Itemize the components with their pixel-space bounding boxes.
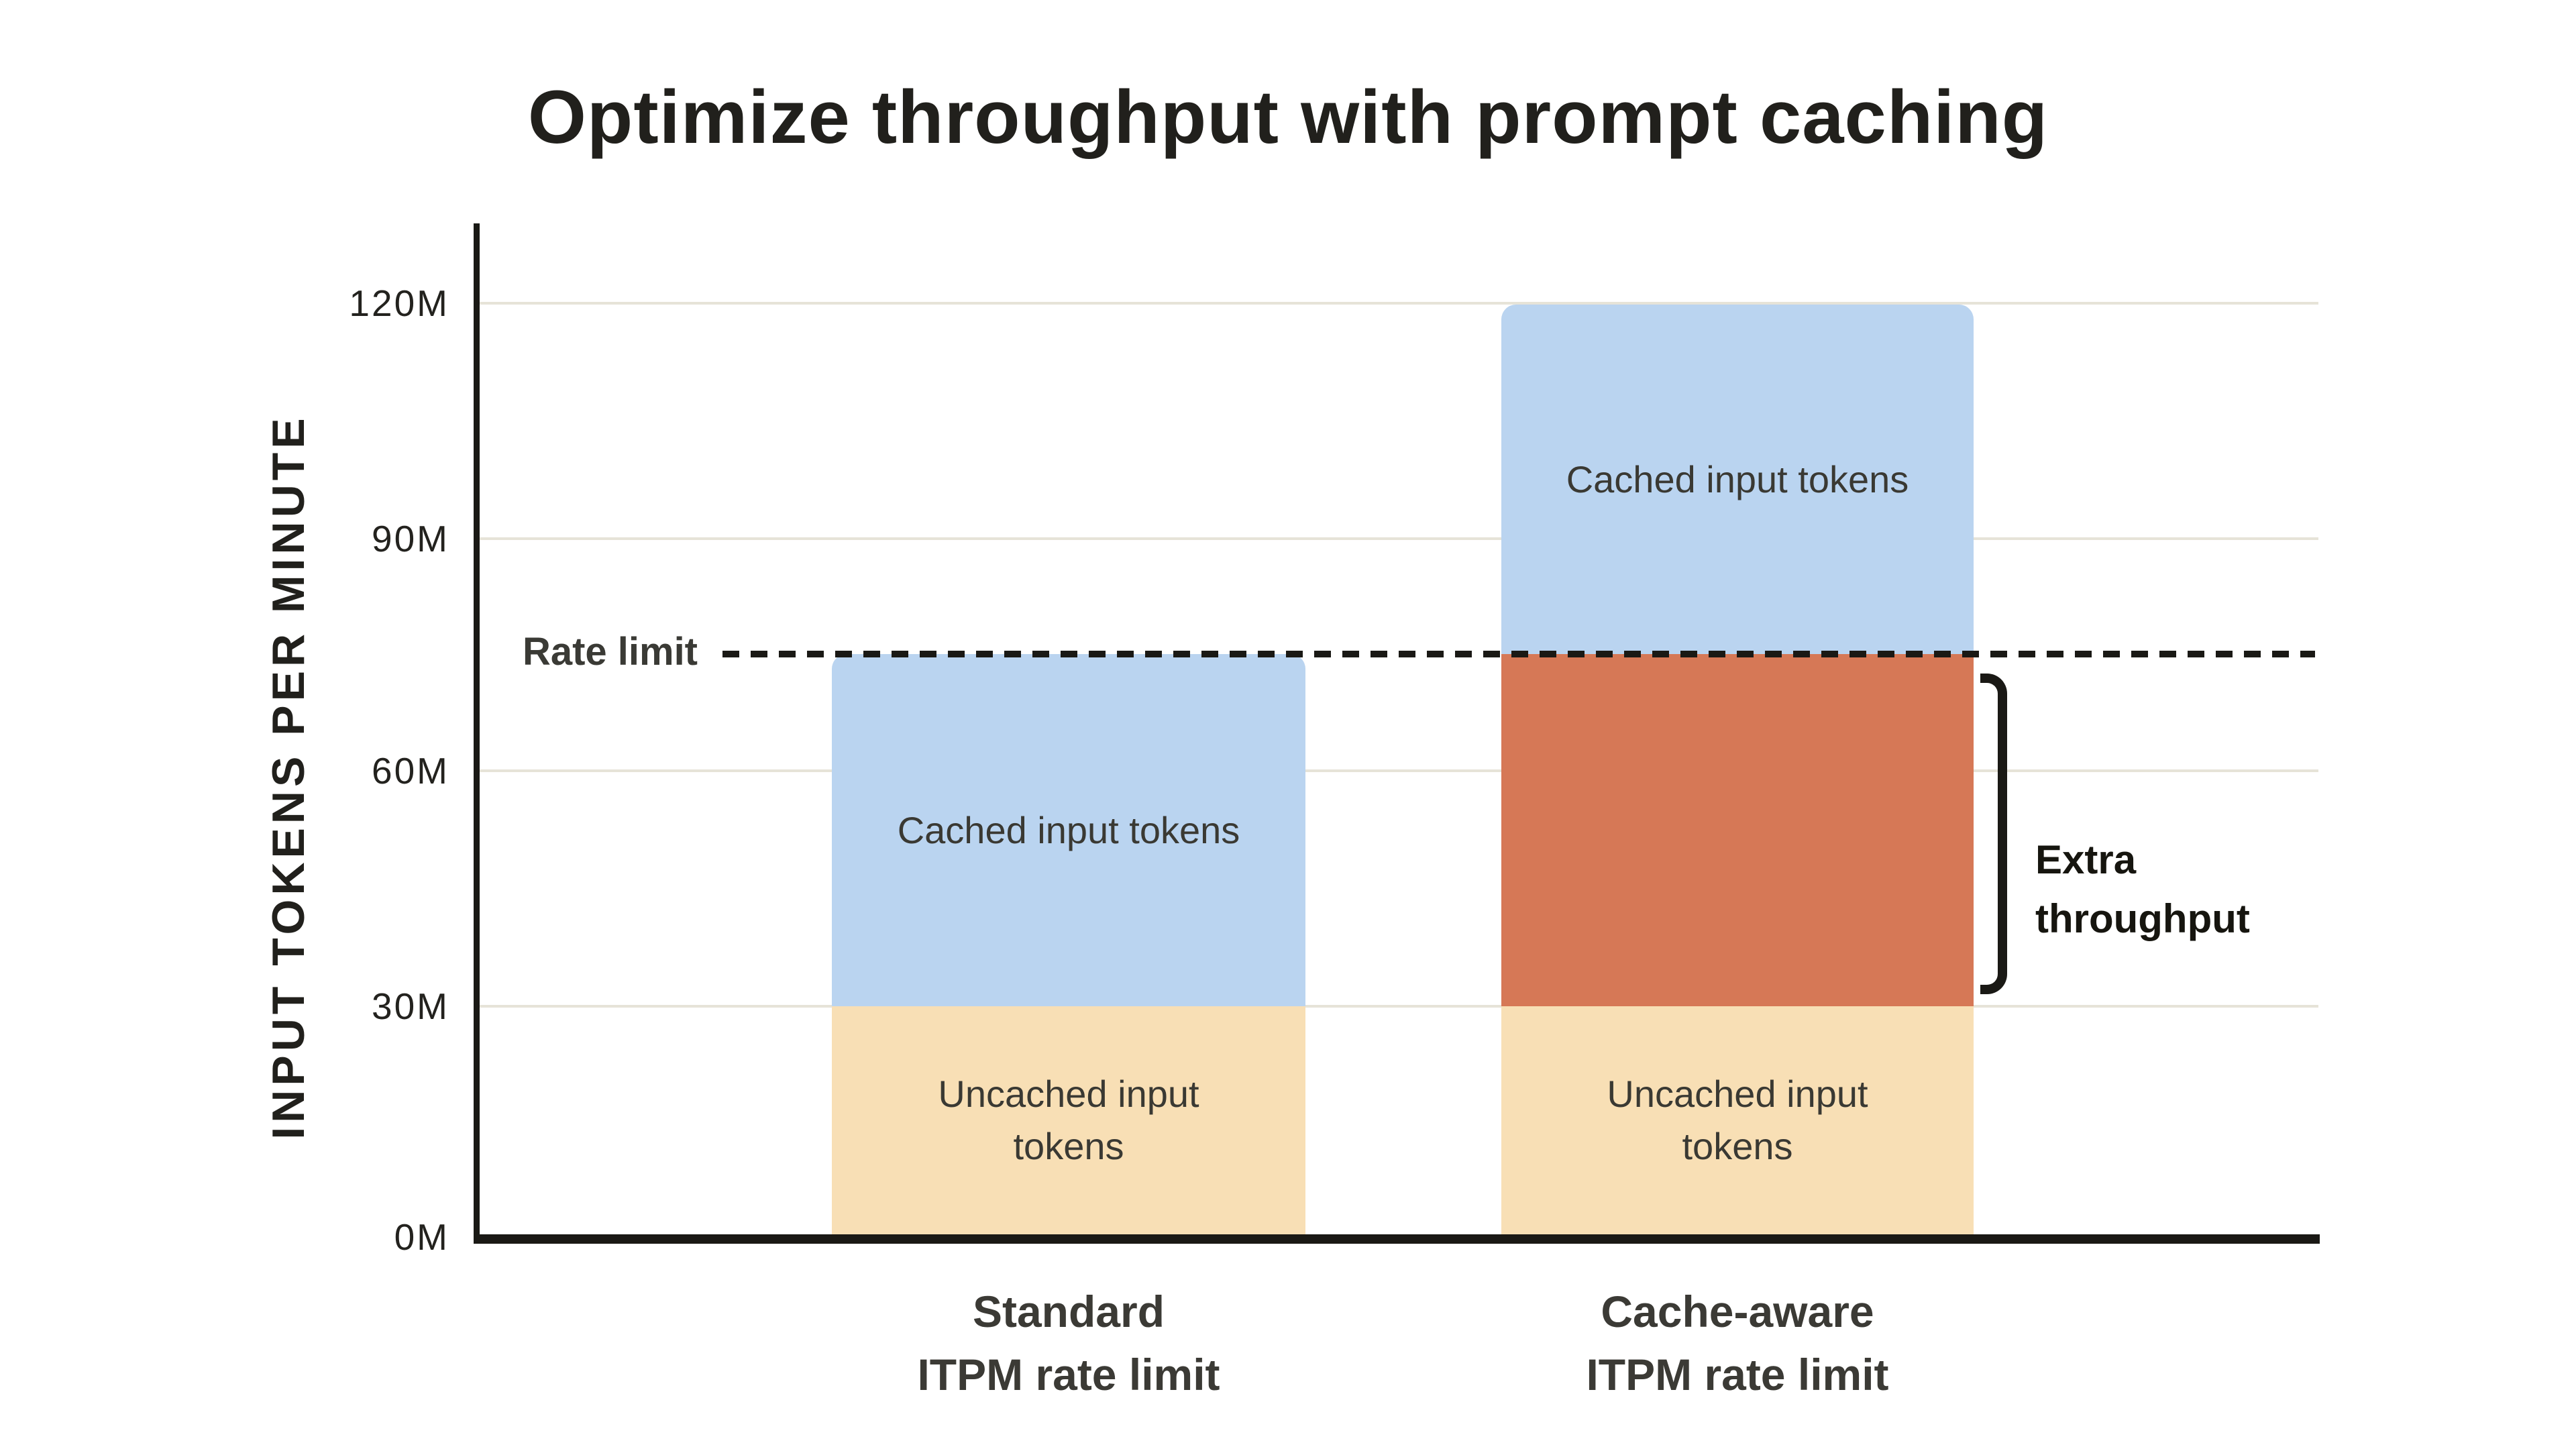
bar-cache-aware-extra-segment <box>1501 654 1974 1006</box>
bar-standard-uncached-label: Uncached input tokens <box>938 1073 1199 1167</box>
gridline-30m <box>478 1005 2318 1008</box>
chart-title: Optimize throughput with prompt caching <box>527 75 2049 159</box>
rate-limit-label: Rate limit <box>522 630 698 674</box>
rate-limit-dashed-line <box>722 651 2315 657</box>
bar-cache-aware-cached-label: Cached input tokens <box>1566 458 1909 500</box>
bar-standard-cached-label: Cached input tokens <box>897 808 1240 851</box>
y-tick-0m: 0M <box>394 1216 449 1258</box>
y-tick-60m: 60M <box>372 750 449 792</box>
x-label-cache-aware: Cache-aware ITPM rate limit <box>1586 1287 1889 1399</box>
y-tick-90m: 90M <box>372 518 449 559</box>
x-axis-line <box>474 1234 2320 1244</box>
y-tick-30m: 30M <box>372 985 449 1027</box>
gridline-120m <box>478 302 2318 305</box>
gridline-90m <box>478 537 2318 540</box>
y-tick-120m: 120M <box>349 282 449 324</box>
bar-cache-aware-uncached-segment: Uncached input tokens <box>1501 1006 1974 1234</box>
gridline-60m <box>478 769 2318 772</box>
extra-throughput-bracket <box>1980 674 2007 994</box>
bar-cache-aware-cached-segment: Cached input tokens <box>1501 305 1974 654</box>
y-axis-line <box>474 223 480 1241</box>
bar-cache-aware-uncached-label: Uncached input tokens <box>1607 1073 1868 1167</box>
extra-throughput-label: Extra throughput <box>2035 837 2250 941</box>
bar-standard-uncached-segment: Uncached input tokens <box>832 1006 1305 1234</box>
bar-standard-cached-segment: Cached input tokens <box>832 654 1305 1006</box>
x-label-standard: Standard ITPM rate limit <box>917 1287 1220 1399</box>
